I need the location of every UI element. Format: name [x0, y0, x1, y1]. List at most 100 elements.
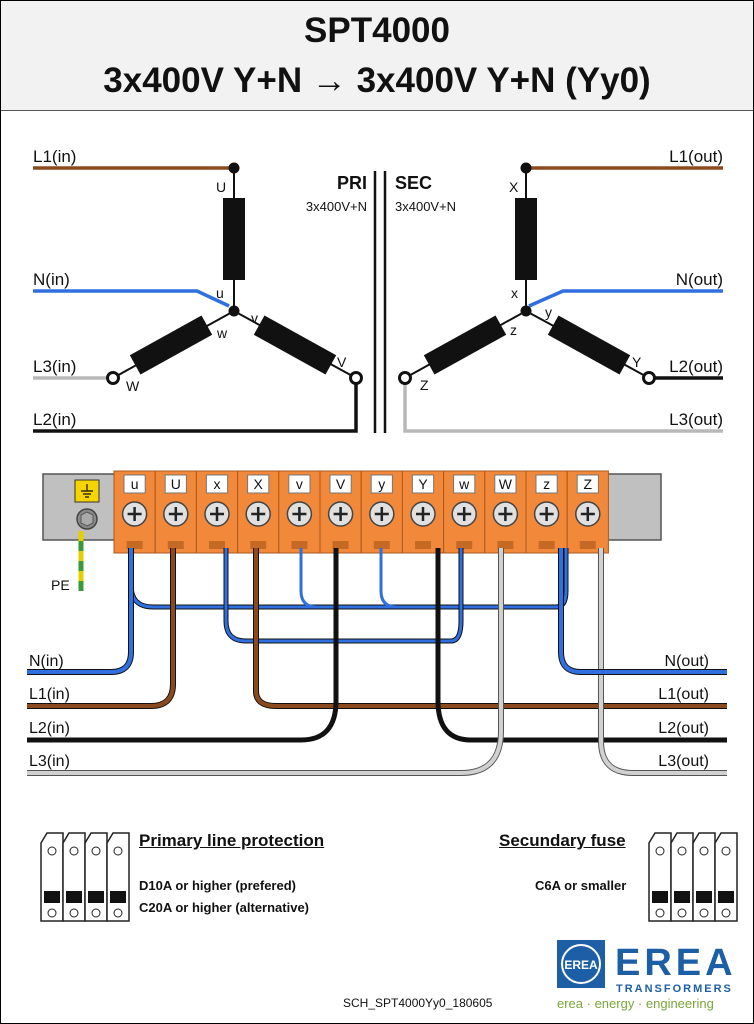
- breaker-pole: [40, 832, 64, 922]
- terminal-tag-label: w: [458, 476, 470, 492]
- terminal-W: W: [484, 470, 527, 554]
- l3-in-label: L3(in): [33, 357, 76, 376]
- l1-out-wire-outline: [253, 548, 727, 709]
- terminal-tag: [205, 474, 229, 494]
- terminal-label-W: W: [126, 378, 140, 394]
- model-title: SPT4000: [304, 11, 450, 50]
- l3-out-wire: [599, 548, 727, 775]
- primary-schematic: [33, 162, 363, 433]
- terminal-tag: [453, 474, 476, 494]
- wire-entry: [538, 541, 555, 549]
- terminal-label-x: x: [511, 285, 518, 301]
- terminal-v: v: [278, 470, 321, 554]
- primary-protection-title: Primary line protection: [139, 831, 325, 850]
- screw-slot: [374, 507, 389, 521]
- secondary-sub: 3x400V+N: [395, 199, 456, 214]
- config-suffix: 3x400V Y+N (Yy0): [356, 61, 651, 100]
- node-dot: [398, 371, 412, 385]
- screw-slot: [210, 507, 224, 521]
- l1-in-wire-outline: [27, 548, 176, 709]
- screw-slot: [457, 507, 472, 521]
- l2-in-wire: [27, 548, 339, 743]
- terminal-tag-label: y: [378, 476, 385, 492]
- terminal-tag: [288, 474, 311, 494]
- wire-label-l3-out: L3(out): [658, 753, 709, 770]
- terminal-label-w: w: [216, 325, 228, 341]
- terminal-label-Y: Y: [632, 354, 642, 370]
- node-dot: [228, 305, 240, 317]
- terminal-tag: [247, 474, 270, 494]
- l3-out-label: L3(out): [669, 410, 723, 429]
- l1-in-wire: [27, 548, 175, 708]
- breaker-pole: [692, 832, 716, 922]
- terminal-tag: [494, 474, 517, 494]
- pe-bolt-nut: [80, 511, 94, 527]
- breaker-pole: [62, 832, 86, 922]
- breaker-pole: [670, 832, 694, 922]
- n-out-wire: [559, 548, 727, 674]
- terminal-label-y: y: [545, 304, 552, 320]
- terminal-tag-label: x: [214, 476, 221, 492]
- pe-label: PE: [51, 577, 70, 593]
- document-code: SCH_SPT4000Yy0_180605: [343, 996, 493, 1010]
- wire-entry: [209, 541, 225, 549]
- wire-entry: [167, 541, 184, 549]
- terminal-tag-label: u: [131, 476, 139, 492]
- breaker-pole: [648, 832, 672, 922]
- l2-in-line: [33, 378, 358, 433]
- brand-name: EREA: [615, 942, 737, 984]
- primary-coil-u: [223, 198, 245, 280]
- breaker-pole: [714, 832, 738, 922]
- terminal-label-z: z: [510, 322, 517, 338]
- secondary-breaker-icon: [648, 832, 738, 922]
- logo-ring: [561, 944, 601, 984]
- screw-slot: [416, 507, 430, 521]
- wire-label-l3-in: L3(in): [29, 753, 70, 770]
- n-out-label: N(out): [676, 270, 723, 289]
- l1-out-wire: [254, 548, 727, 708]
- l3-in-wire: [27, 548, 503, 775]
- terminal-Y: Y: [401, 470, 445, 554]
- config-prefix: 3x400V Y+N: [103, 61, 303, 100]
- secondary-fuse-title: Secundary fuse: [499, 831, 626, 850]
- wire-label-l2-out: L2(out): [658, 720, 709, 737]
- wire-entry: [291, 541, 308, 549]
- wire-entry: [497, 541, 514, 549]
- bridge-drops: [299, 548, 398, 609]
- brand-tagline: erea · energy · engineering: [557, 996, 714, 1011]
- screw-slot: [539, 507, 554, 521]
- node-dot: [520, 162, 532, 174]
- logo-letters: EREA: [564, 958, 598, 972]
- arrow-icon: →: [311, 61, 347, 100]
- node-dot: [106, 371, 120, 385]
- brand-sub: TRANSFORMERS: [616, 983, 733, 995]
- terminal-tag: [329, 474, 352, 494]
- terminal-tag: [576, 474, 599, 494]
- screw-slot: [580, 507, 595, 521]
- screw-slot: [498, 507, 513, 521]
- wire-entry: [456, 541, 473, 549]
- terminal-label-u: u: [216, 285, 224, 301]
- secondary-fuse-line-1: C6A or smaller: [535, 878, 627, 893]
- screw-slot: [292, 507, 307, 521]
- breaker-pole: [84, 832, 108, 922]
- node-dot: [349, 371, 363, 385]
- primary-coil-v: [253, 315, 337, 375]
- wire-entry: [126, 541, 143, 549]
- terminal-Z: Z: [566, 470, 609, 554]
- node-dot: [642, 371, 656, 385]
- l3-out-line: [403, 378, 723, 433]
- screw-slot: [251, 507, 266, 521]
- wire-entry: [250, 541, 267, 549]
- screw-slot: [333, 507, 348, 521]
- terminal-tag: [370, 474, 393, 494]
- terminal-z: z: [525, 470, 568, 554]
- terminal-tag-label: W: [499, 476, 513, 492]
- secondary-coil-y: [547, 315, 631, 375]
- screw-slot: [127, 507, 142, 521]
- terminal-U: U: [154, 470, 197, 554]
- primary-protection-line-1: D10A or higher (prefered): [139, 878, 296, 893]
- terminal-x: x: [195, 470, 239, 554]
